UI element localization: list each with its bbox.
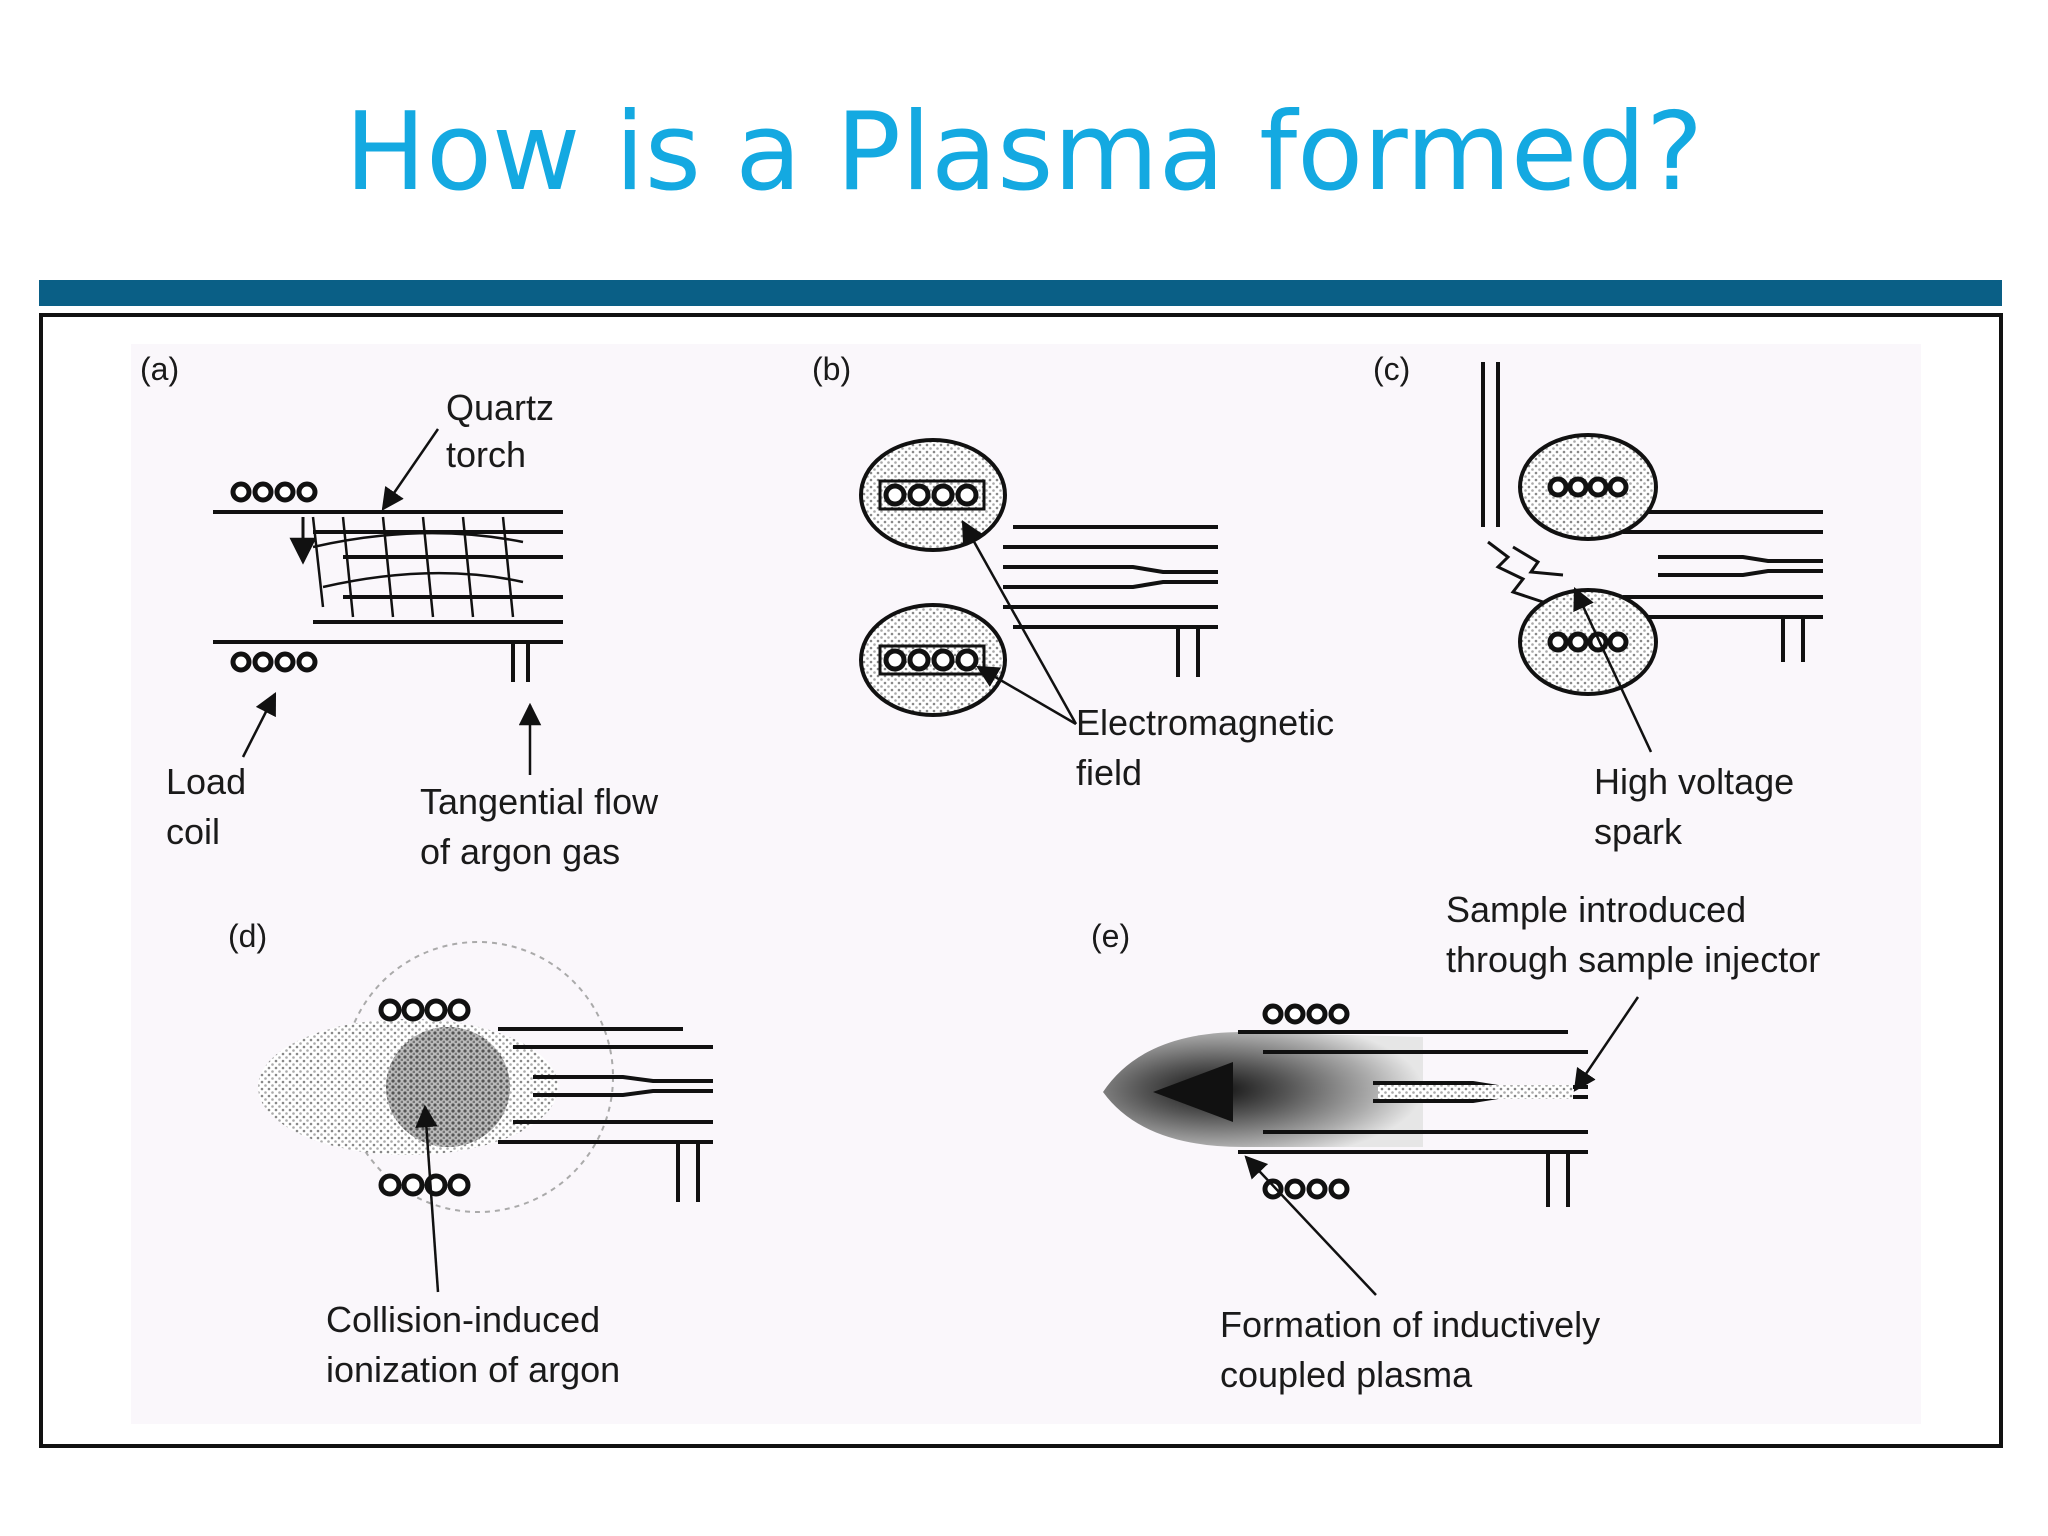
- em-field-bottom: [859, 603, 1007, 717]
- inductively-coupled-plasma: [1103, 1032, 1423, 1147]
- title-rule: [39, 280, 2002, 306]
- quartz-torch-b: [1003, 525, 1218, 677]
- quartz-torch-d: [498, 1027, 713, 1202]
- ionization-zone: [386, 1027, 510, 1147]
- panel-e: (e) Sample introduced through sample inj…: [1091, 889, 1820, 1395]
- panel-a-tag: (a): [140, 351, 179, 387]
- quartz-torch-arrow: [381, 428, 440, 511]
- em-field-label-1: Electromagnetic: [1076, 702, 1334, 743]
- quartz-torch-c: [1481, 362, 1823, 662]
- icp-arrow: [1244, 1155, 1377, 1296]
- em-field-arrow-top: [961, 520, 1078, 725]
- spark-coil-top: [1518, 433, 1658, 541]
- argon-flow-label-2: of argon gas: [420, 831, 620, 872]
- ionization-arrow: [415, 1104, 440, 1293]
- quartz-torch-label-2: torch: [446, 434, 526, 475]
- load-coil-a: [230, 481, 318, 673]
- plasma-formation-diagram: (a) Quartz torch Load coil Tangential fl…: [131, 344, 1921, 1424]
- spark-label-1: High voltage: [1594, 761, 1794, 802]
- panel-c: (c) High voltage spark: [1373, 351, 1823, 852]
- ionization-label-1: Collision-induced: [326, 1299, 600, 1340]
- load-coil-arrow: [241, 691, 277, 758]
- spark-label-2: spark: [1594, 811, 1683, 852]
- high-voltage-spark: [1487, 540, 1564, 604]
- sample-label-1: Sample introduced: [1446, 889, 1746, 930]
- quartz-torch-a: [213, 510, 563, 682]
- load-coil-label-2: coil: [166, 811, 220, 852]
- load-coil-e: [1262, 1003, 1350, 1200]
- icp-label-1: Formation of inductively: [1220, 1304, 1600, 1345]
- em-field-arrow-bottom: [976, 665, 1077, 726]
- panel-b-tag: (b): [812, 351, 851, 387]
- load-coil-d: [378, 998, 471, 1197]
- slide-title: How is a Plasma formed?: [344, 90, 1704, 215]
- panel-d: (d) Collision-induced ionization of argo…: [228, 918, 713, 1390]
- panel-a: (a) Quartz torch Load coil Tangential fl…: [140, 351, 659, 872]
- ionization-label-2: ionization of argon: [326, 1349, 620, 1390]
- em-field-label-2: field: [1076, 752, 1142, 793]
- spark-coil-bottom: [1518, 588, 1658, 696]
- figure-frame: (a) Quartz torch Load coil Tangential fl…: [39, 313, 2003, 1448]
- panel-d-tag: (d): [228, 918, 267, 954]
- panel-e-tag: (e): [1091, 918, 1130, 954]
- load-coil-label-1: Load: [166, 761, 246, 802]
- em-field-top: [859, 438, 1007, 552]
- spark-arrow: [1573, 586, 1653, 753]
- sample-label-2: through sample injector: [1446, 939, 1820, 980]
- argon-flow-label-1: Tangential flow: [420, 781, 659, 822]
- panel-c-tag: (c): [1373, 351, 1410, 387]
- quartz-torch-label-1: Quartz: [446, 387, 554, 428]
- panel-b: (b) Electromagnetic field: [812, 351, 1334, 793]
- sample-arrow: [1573, 996, 1640, 1092]
- icp-label-2: coupled plasma: [1220, 1354, 1473, 1395]
